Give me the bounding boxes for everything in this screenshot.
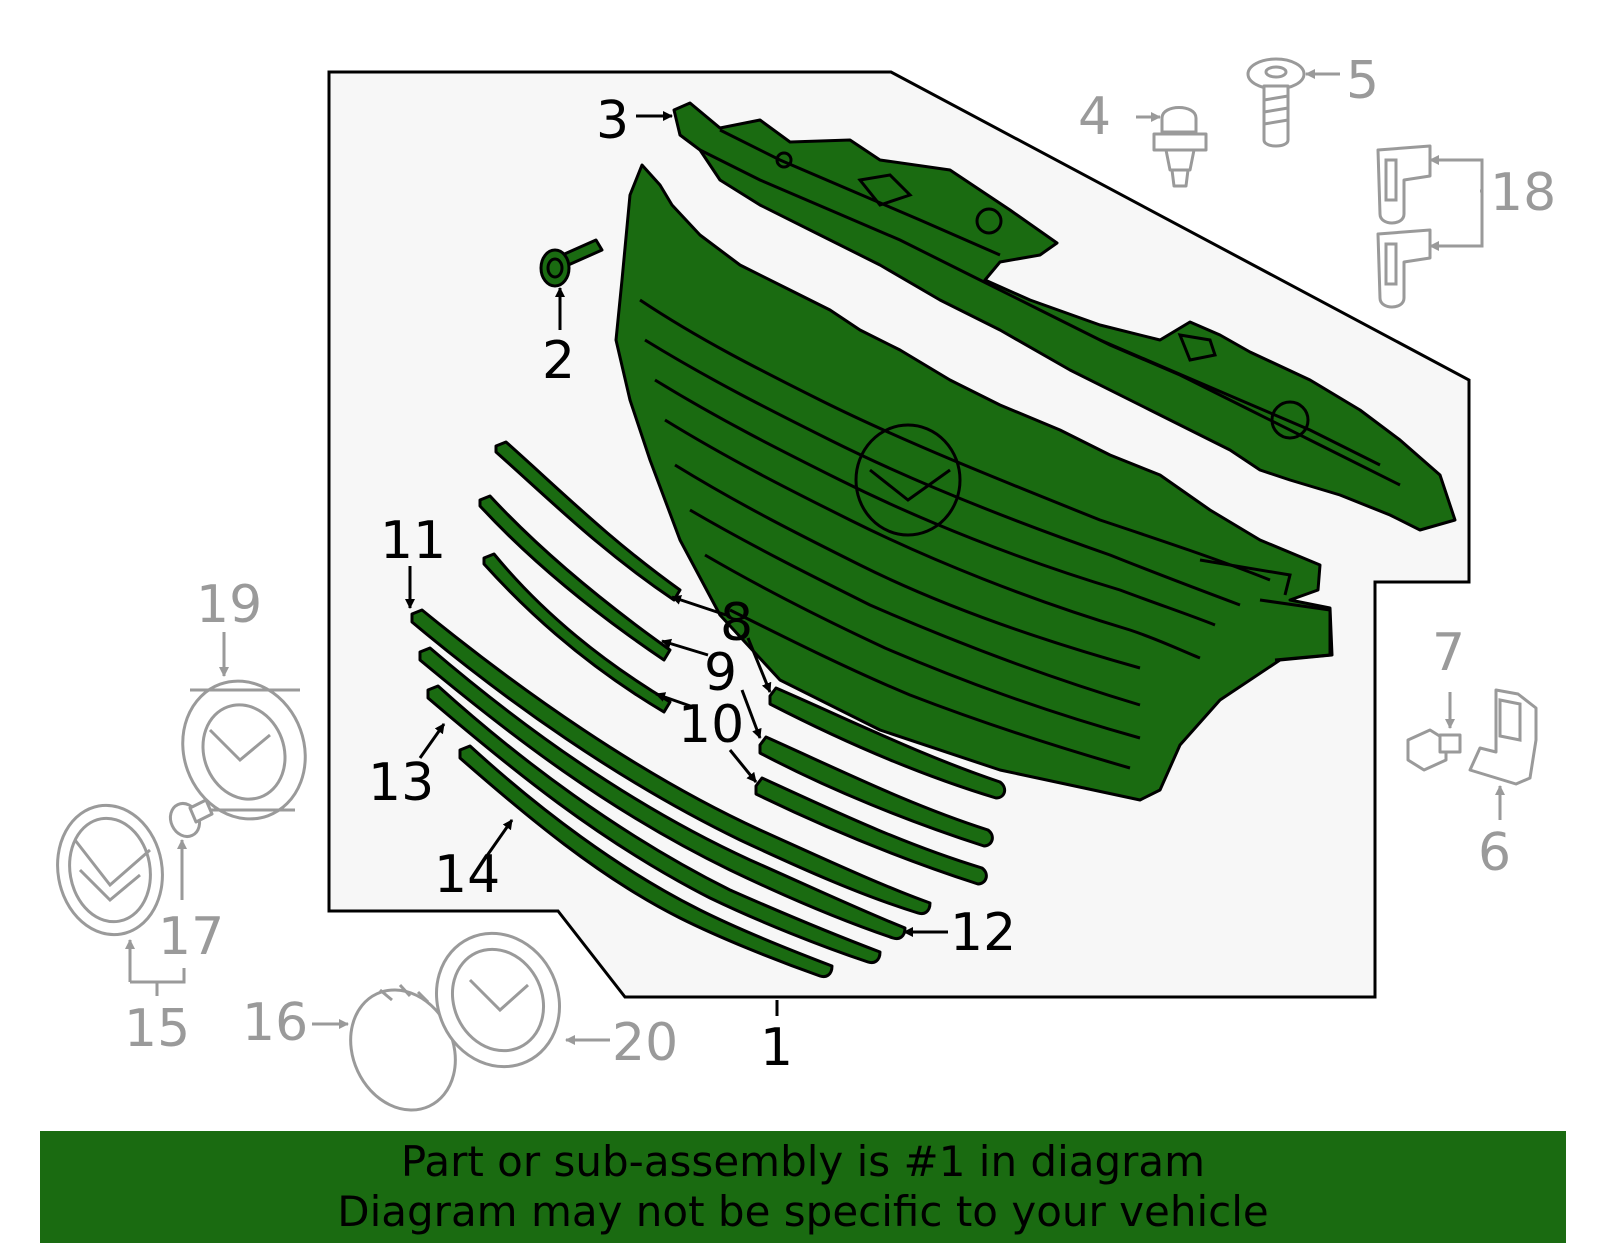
molding-10-part[interactable] xyxy=(482,552,672,714)
callout-3: 3 xyxy=(596,91,629,151)
clip-part-4[interactable] xyxy=(1152,106,1208,188)
callout-10: 10 xyxy=(678,695,744,755)
bracket-part-6[interactable] xyxy=(1468,688,1538,786)
molding-11-part[interactable] xyxy=(410,608,932,916)
info-banner: Part or sub-assembly is #1 in diagram Di… xyxy=(40,1131,1566,1243)
upper-bracket-part[interactable] xyxy=(672,101,1457,532)
callout-5: 5 xyxy=(1346,51,1379,111)
callout-6: 6 xyxy=(1478,823,1511,883)
bolt-part[interactable] xyxy=(539,238,604,288)
emblem-base-part-19[interactable] xyxy=(164,664,325,837)
callout-7: 7 xyxy=(1432,623,1465,683)
molding-9-right-part[interactable] xyxy=(758,735,994,848)
bracket-part-18[interactable] xyxy=(1376,144,1432,309)
molding-12-part[interactable] xyxy=(418,646,907,941)
callout-14: 14 xyxy=(434,845,500,905)
callout-8: 8 xyxy=(720,593,753,653)
grille-main-part[interactable] xyxy=(614,163,1334,802)
callout-15: 15 xyxy=(124,999,190,1059)
molding-9-part[interactable] xyxy=(478,494,672,662)
banner-line-1: Part or sub-assembly is #1 in diagram xyxy=(400,1137,1206,1186)
callout-13: 13 xyxy=(368,753,434,813)
molding-14-part[interactable] xyxy=(458,744,834,979)
callout-11: 11 xyxy=(380,511,446,571)
screw-part-5[interactable] xyxy=(1246,57,1306,148)
molding-8-right-part[interactable] xyxy=(768,686,1007,800)
callout-9: 9 xyxy=(704,643,737,703)
callout-1: 1 xyxy=(760,1018,793,1078)
nut-part-7[interactable] xyxy=(1406,728,1462,772)
molding-13-part[interactable] xyxy=(426,684,882,965)
banner-line-2: Diagram may not be specific to your vehi… xyxy=(337,1187,1269,1236)
molding-8-part[interactable] xyxy=(494,440,682,602)
bezel-part-20[interactable] xyxy=(415,913,581,1087)
callout-16: 16 xyxy=(242,993,308,1053)
callout-19: 19 xyxy=(196,575,262,635)
callout-18: 18 xyxy=(1490,163,1556,223)
molding-10-right-part[interactable] xyxy=(754,776,988,886)
callout-4: 4 xyxy=(1078,87,1111,147)
callout-17: 17 xyxy=(158,907,224,967)
clip-part-17[interactable] xyxy=(165,798,214,842)
callout-2: 2 xyxy=(542,331,575,391)
callout-20: 20 xyxy=(612,1013,678,1073)
callout-12: 12 xyxy=(950,903,1016,963)
emblem-part-15[interactable] xyxy=(48,797,173,943)
